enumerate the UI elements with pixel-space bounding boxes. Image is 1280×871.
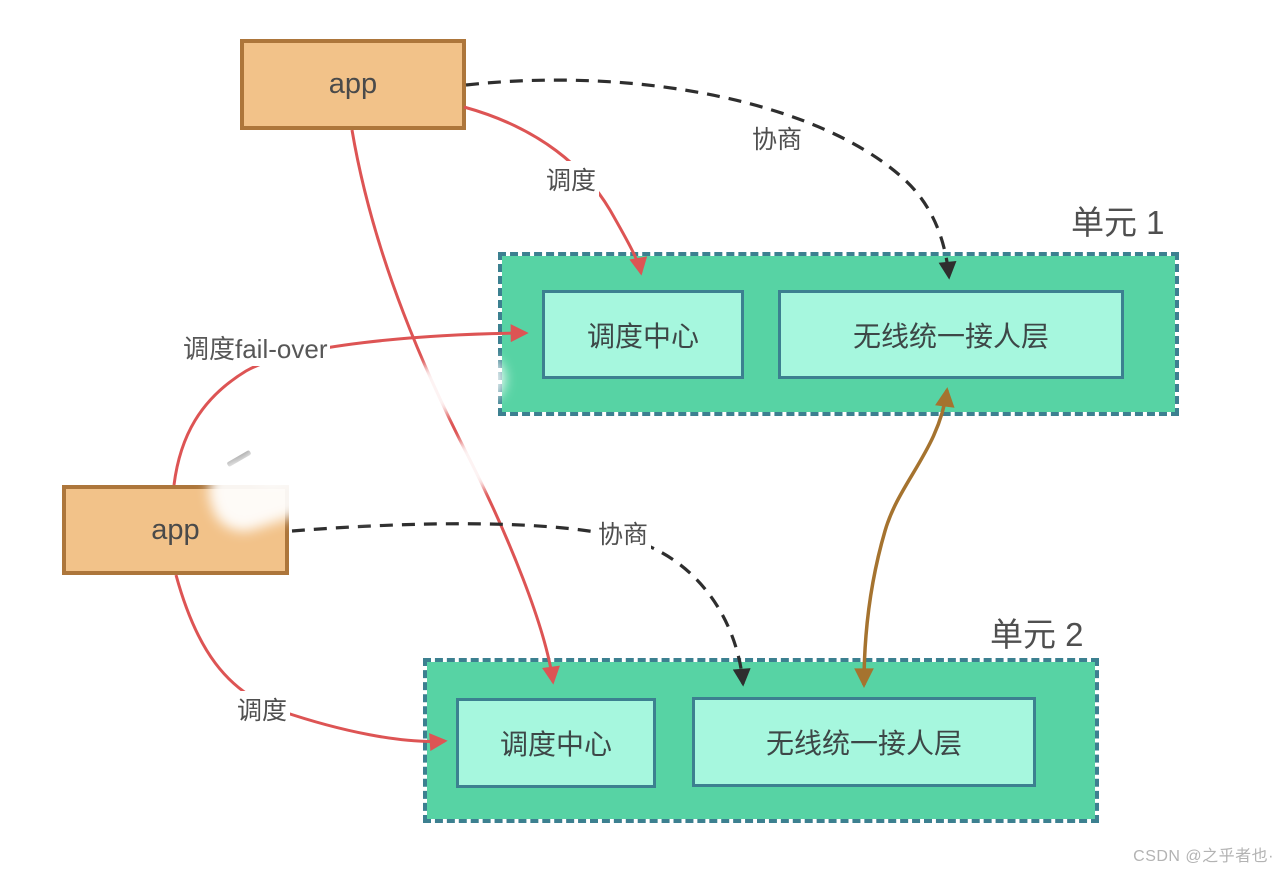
csdn-watermark: CSDN @之乎者也· bbox=[1133, 848, 1274, 865]
unit1-dispatch-center-box: 调度中心 bbox=[542, 290, 744, 379]
unit1-title: 单元 1 bbox=[1071, 204, 1165, 241]
edge-access-link-line bbox=[854, 387, 955, 688]
app-node-bottom-label: app bbox=[151, 513, 200, 546]
app-node-top: app bbox=[240, 39, 466, 130]
unit1-access-layer-box: 无线统一接人层 bbox=[778, 290, 1124, 379]
edge-label-dispatch-top: 调度 bbox=[543, 161, 600, 197]
edge-dispatch-bottom-line bbox=[174, 574, 448, 752]
unit1-dispatch-center-label: 调度中心 bbox=[586, 320, 699, 352]
unit2-dispatch-center-label: 调度中心 bbox=[499, 729, 612, 760]
edge-label-dispatch-bottom: 调度 bbox=[234, 691, 291, 727]
unit2-title: 单元 2 bbox=[990, 616, 1084, 653]
unit2-access-layer-box: 无线统一接人层 bbox=[692, 697, 1036, 787]
edge-label-negotiate-bottom: 协商 bbox=[595, 515, 652, 551]
unit1-access-layer-label: 无线统一接人层 bbox=[852, 320, 1049, 352]
unit2-dispatch-center-box: 调度中心 bbox=[456, 698, 656, 788]
app-node-top-label: app bbox=[328, 68, 378, 100]
edge-label-failover: 调度fail-over bbox=[180, 329, 331, 366]
unit2-access-layer-label: 无线统一接人层 bbox=[765, 728, 962, 759]
edge-label-negotiate-top: 协商 bbox=[752, 126, 803, 154]
edge-negotiate-top-line bbox=[465, 78, 957, 280]
